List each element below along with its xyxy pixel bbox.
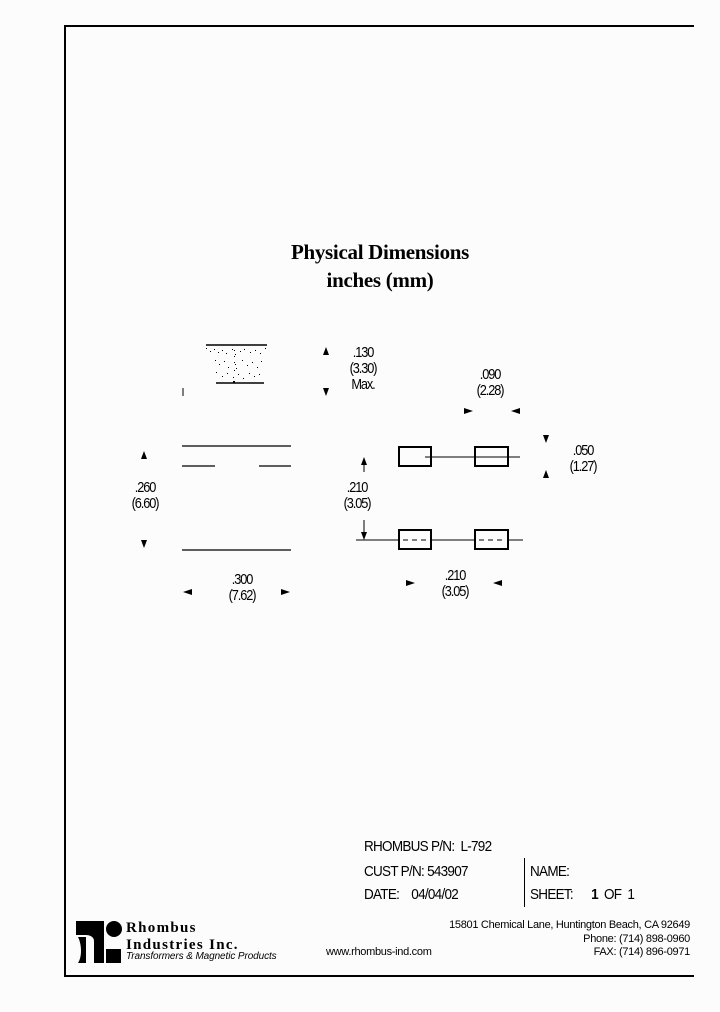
sheet-field: SHEET: 1 OF 1 (530, 886, 635, 903)
date-label: DATE: (364, 886, 400, 903)
rhombus-logo-icon (76, 921, 122, 963)
row-spacing-dimension: .210 (3.05) (336, 480, 379, 512)
company-address: 15801 Chemical Lane, Huntington Beach, C… (449, 919, 690, 931)
page-frame-top (64, 25, 694, 27)
pad-height-in: .050 (572, 442, 595, 459)
pitch-mm: (3.05) (441, 583, 470, 600)
pad-height-dimension: .050 (1.27) (562, 443, 605, 475)
top-height-dimension: .260 (6.60) (124, 480, 167, 512)
pad-gap-mm: (2.28) (476, 382, 505, 399)
footprint-drawing (356, 408, 549, 586)
pitch-in: .210 (444, 567, 467, 584)
date-value: 04/04/02 (411, 886, 459, 903)
top-width-dimension: .300 (7.62) (221, 572, 264, 604)
title-block-divider (524, 858, 525, 907)
rhombus-pn-value: L-792 (460, 838, 492, 855)
top-width-mm: (7.62) (228, 587, 257, 604)
pad-height-mm: (1.27) (569, 458, 598, 475)
company-website[interactable]: www.rhombus-ind.com (326, 946, 432, 958)
rhombus-pn-label: RHOMBUS P/N: (364, 838, 455, 855)
name-field: NAME: (530, 863, 570, 880)
pad-gap-in: .090 (479, 366, 502, 383)
sheet-number: 1 (591, 886, 598, 903)
pad-gap-dimension: .090 (2.28) (469, 367, 512, 399)
side-height-dimension: .130 (3.30) Max. (342, 345, 385, 393)
row-spacing-in: .210 (346, 479, 369, 496)
company-name: Rhombus Industries Inc. (126, 920, 239, 954)
side-height-in: .130 (352, 344, 375, 361)
top-height-mm: (6.60) (131, 495, 160, 512)
cust-pn-value: 543907 (427, 863, 468, 880)
company-name-line-1: Rhombus (126, 920, 197, 936)
sheet-total: 1 (627, 886, 635, 903)
title-line-2: inches (mm) (326, 268, 434, 292)
side-height-note: Max. (351, 376, 375, 393)
date: DATE: 04/04/02 (364, 886, 459, 903)
side-view-drawing (182, 344, 329, 396)
company-fax: FAX: (714) 896-0971 (593, 946, 691, 958)
drawing-title: Physical Dimensions inches (mm) (230, 238, 530, 294)
top-view-drawing (141, 445, 291, 595)
rhombus-pn: RHOMBUS P/N: L-792 (364, 838, 492, 855)
page-frame-bottom (64, 975, 694, 977)
title-line-1: Physical Dimensions (290, 240, 470, 264)
top-height-in: .260 (134, 479, 157, 496)
company-name-line-2: Industries Inc. (126, 937, 239, 953)
company-tagline: Transformers & Magnetic Products (126, 951, 277, 962)
page-frame-left (64, 25, 66, 977)
cust-pn: CUST P/N: 543907 (364, 863, 469, 880)
cust-pn-label: CUST P/N: (364, 863, 425, 880)
company-phone: Phone: (714) 898-0960 (583, 933, 690, 945)
sheet-label: SHEET: (530, 886, 574, 903)
top-width-in: .300 (231, 571, 254, 588)
row-spacing-mm: (3.05) (343, 495, 372, 512)
pitch-dimension: .210 (3.05) (434, 568, 477, 600)
side-height-mm: (3.30) (349, 360, 378, 377)
sheet-of: OF (604, 886, 622, 903)
name-label: NAME: (530, 863, 570, 880)
